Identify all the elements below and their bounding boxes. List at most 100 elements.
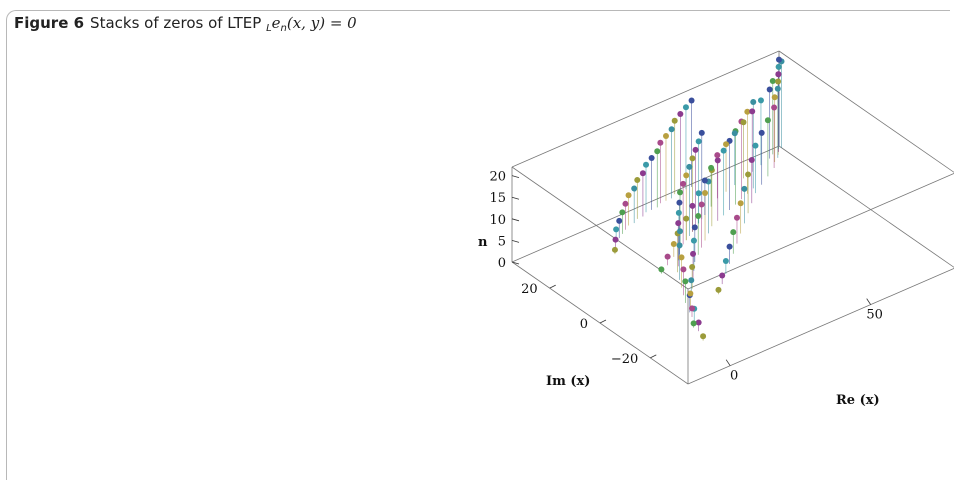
zero-point-1-8: [695, 212, 702, 219]
axis-ticks: [511, 175, 872, 366]
zero-point-0-13: [680, 180, 687, 187]
zero-point-2-8: [634, 177, 641, 184]
caption-math-args: (x, y) = 0: [286, 14, 357, 32]
zero-point-4-18: [775, 63, 782, 70]
zero-point-0-12: [677, 189, 684, 196]
zero-point-0-6: [678, 254, 685, 261]
y-tick-label-0: −20: [611, 352, 638, 367]
zero-point-1-2: [687, 290, 694, 297]
zero-point-2-5: [622, 200, 629, 207]
zero-point-3-3: [677, 228, 684, 235]
z-tick-0: [511, 261, 520, 265]
y-tick-0: [650, 354, 657, 359]
zero-point-3-9: [714, 152, 721, 159]
zero-point-2-17: [677, 110, 684, 117]
zero-point-3-13: [749, 108, 756, 115]
zero-point-1-10: [702, 190, 709, 197]
zero-point-3-6: [695, 190, 702, 197]
zero-point-4-16: [775, 78, 782, 85]
z-tick-2: [511, 218, 520, 222]
zero-point-4-5: [733, 214, 740, 221]
zero-point-4-9: [748, 157, 755, 164]
zero-point-4-2: [722, 258, 729, 265]
zero-point-3-10: [723, 141, 730, 148]
zero-point-1-6: [690, 237, 697, 244]
zero-point-2-9: [639, 170, 646, 177]
zero-point-4-12: [764, 117, 771, 124]
zero-point-4-8: [745, 171, 752, 178]
zero-point-4-3: [726, 243, 733, 250]
zero-point-1-5: [690, 250, 697, 257]
x-tick-0: [725, 359, 731, 366]
zero-point-2-6: [625, 192, 632, 199]
z-tick-4: [511, 175, 520, 179]
zero-point-2-16: [671, 117, 678, 124]
zero-point-3-12: [740, 119, 747, 126]
zero-point-2-18: [682, 104, 689, 111]
zero-point-2-3: [616, 217, 623, 224]
zero-point-0-16: [689, 155, 696, 162]
z-tick-label-2: 10: [489, 213, 506, 228]
y-tick-label-1: 0: [580, 317, 588, 332]
zero-point-1-1: [689, 305, 696, 312]
y-axis-label: Im (x): [546, 374, 590, 389]
zero-point-4-17: [775, 71, 782, 78]
zero-point-1-0: [690, 320, 697, 327]
zero-point-1-7: [691, 224, 698, 231]
zero-point-3-2: [670, 240, 677, 247]
y-tick-1: [599, 319, 607, 324]
x-axis-label: Re (x): [836, 393, 880, 408]
zero-point-0-0: [700, 333, 707, 340]
figure-frame: [6, 10, 950, 480]
zero-point-2-11: [648, 155, 655, 162]
zero-point-4-13: [771, 104, 778, 111]
z-tick-1: [511, 240, 520, 243]
zero-point-2-13: [657, 139, 664, 146]
zero-point-4-10: [752, 142, 759, 149]
bounding-box: [511, 50, 954, 385]
zero-point-0-7: [676, 242, 683, 249]
zero-point-3-15: [766, 86, 773, 93]
caption-math-e: e: [271, 14, 281, 32]
stem-lines: [614, 59, 782, 341]
zero-point-3-14: [757, 97, 764, 104]
zero-points: [611, 56, 785, 340]
zero-point-4-14: [771, 94, 778, 101]
zero-point-4-19: [776, 56, 782, 63]
zero-point-1-19: [750, 99, 757, 106]
zero-point-0-15: [686, 163, 693, 170]
z-tick-3: [511, 196, 520, 200]
zero-point-1-4: [689, 264, 696, 271]
box-edge-7: [511, 50, 780, 168]
box-edge-6: [778, 50, 954, 173]
zero-point-3-16: [769, 77, 776, 84]
y-tick-2: [549, 284, 556, 289]
zero-point-2-12: [654, 148, 661, 155]
z-tick-label-1: 5: [498, 234, 506, 249]
z-axis-label: n: [478, 235, 488, 250]
zero-point-3-8: [708, 164, 715, 171]
zero-point-0-1: [695, 319, 702, 326]
zero-point-2-0: [611, 246, 618, 253]
zero-point-3-1: [664, 253, 671, 260]
z-tick-label-4: 20: [489, 170, 506, 185]
zero-point-2-4: [619, 209, 626, 216]
zero-point-0-17: [692, 146, 699, 153]
zero-point-3-5: [689, 202, 696, 209]
x-tick-1: [866, 298, 872, 305]
zero-point-2-1: [612, 236, 619, 243]
box-edge-4: [687, 172, 954, 290]
zero-point-4-0: [715, 286, 722, 293]
z-tick-label-0: 0: [498, 256, 506, 271]
zero-point-1-9: [698, 201, 705, 208]
zero-point-2-15: [668, 126, 675, 133]
zero-point-2-2: [613, 226, 620, 233]
x-tick-label-0: 0: [730, 369, 738, 384]
zero-point-2-7: [631, 185, 638, 192]
zero-point-4-6: [737, 200, 744, 207]
zero-point-4-7: [741, 185, 748, 192]
box-edge-2: [778, 145, 954, 268]
zero-point-0-10: [675, 209, 682, 216]
